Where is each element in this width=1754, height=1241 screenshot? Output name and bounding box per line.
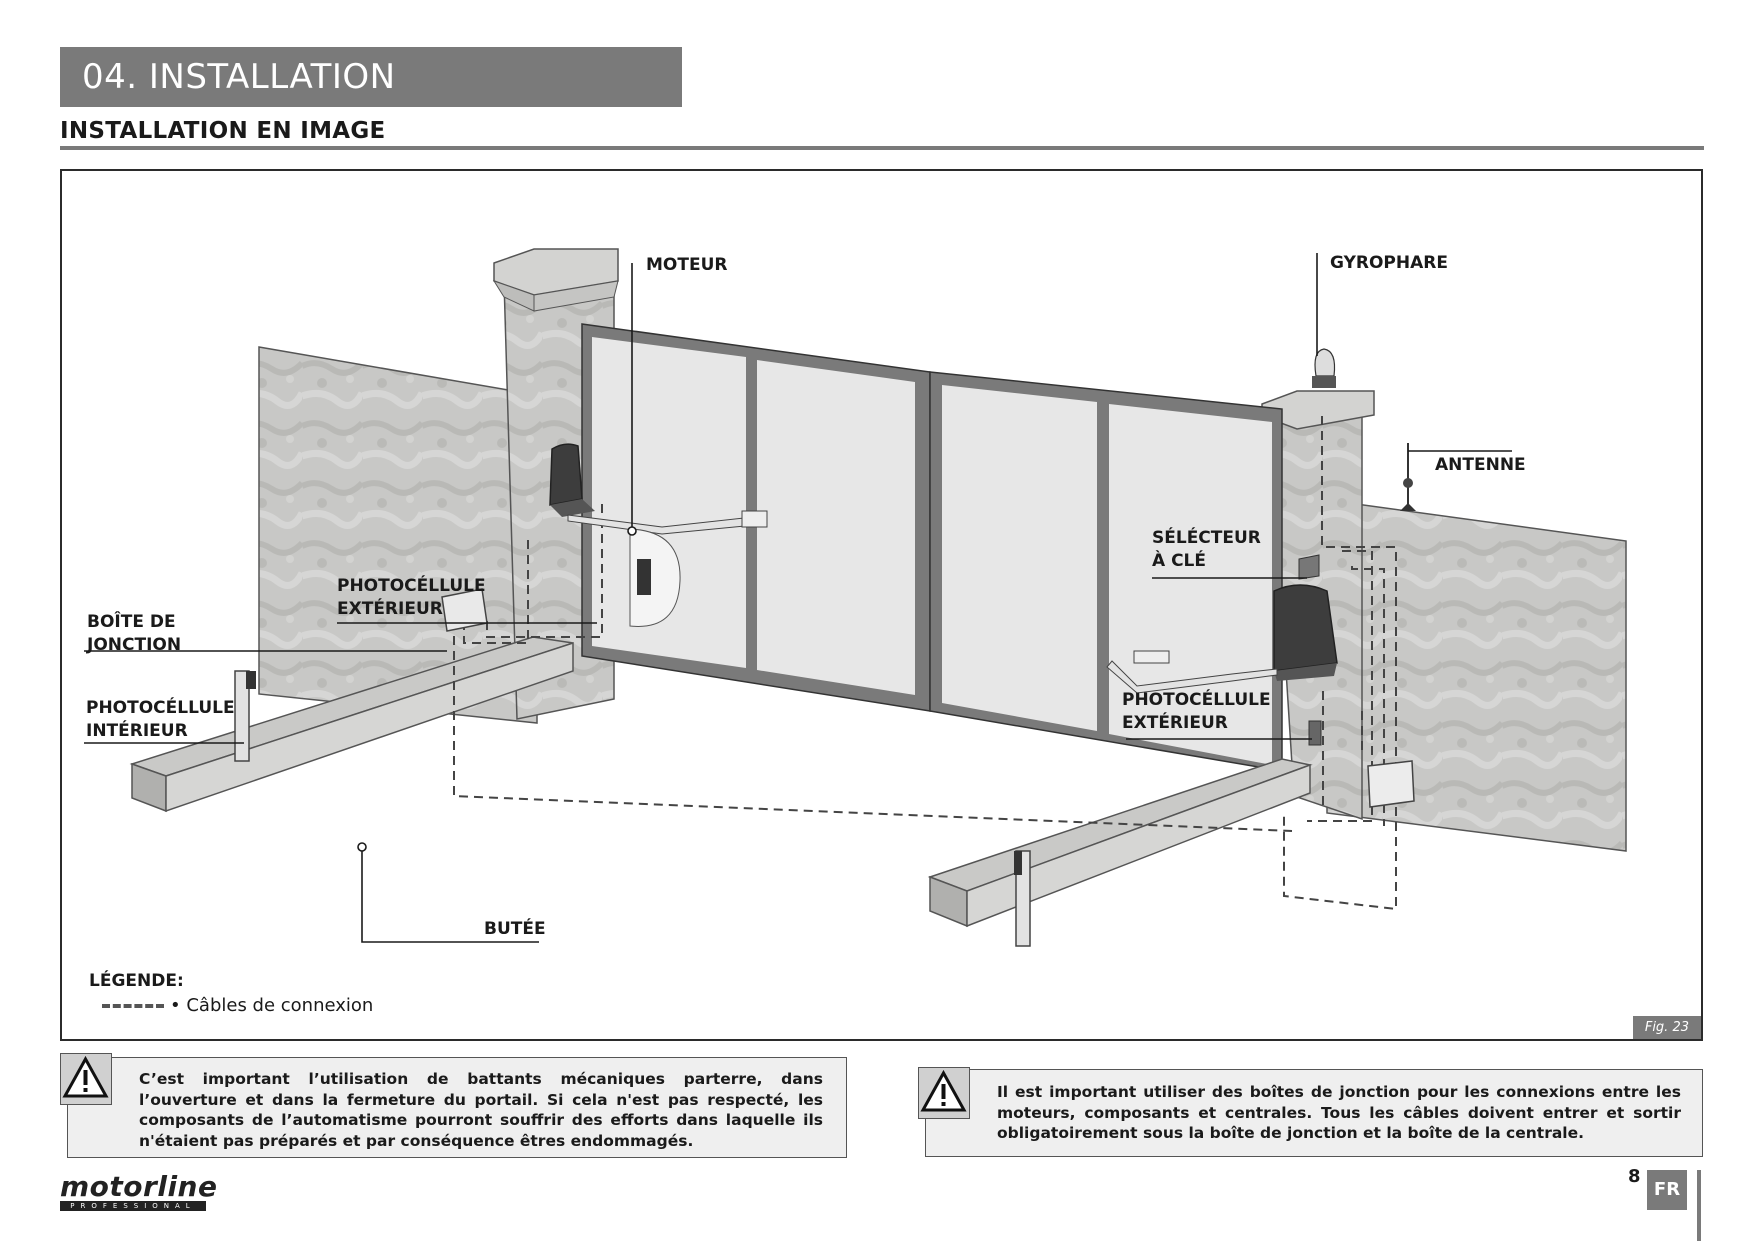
warning-text-2: Il est important utiliser des boîtes de …: [997, 1083, 1681, 1142]
subsection-title: INSTALLATION EN IMAGE: [60, 118, 386, 144]
side-accent-bar: [1697, 1170, 1701, 1241]
label-moteur: MOTEUR: [646, 255, 728, 275]
label-antenne: ANTENNE: [1435, 455, 1526, 475]
warning-icon-1: [60, 1053, 112, 1105]
left-photocell-ext: [629, 528, 681, 627]
figure-tag: Fig. 23: [1632, 1016, 1701, 1039]
gate-illustration: [84, 248, 1627, 947]
antenna: [1400, 443, 1416, 511]
label-butee: BUTÉE: [484, 919, 546, 939]
left-motor: [549, 443, 768, 535]
warning-box-2: [925, 1069, 1703, 1157]
brand-logo: motorline PROFESSIONAL: [60, 1170, 217, 1211]
interior-photocell-post: [234, 670, 256, 762]
language-tag: FR: [1647, 1170, 1687, 1210]
right-ground-beam: [927, 758, 1313, 892]
flashing-light: [1312, 348, 1336, 388]
leader-lines: [84, 253, 1512, 943]
legend-dash-icon: [102, 1003, 164, 1008]
legend-item: • Câbles de connexion: [102, 995, 373, 1016]
logo-subtext: PROFESSIONAL: [60, 1201, 206, 1211]
warning-text-1: C’est important l’utilisation de battant…: [139, 1070, 823, 1150]
warning-box-1: [67, 1057, 847, 1158]
logo-text: motorline: [60, 1170, 218, 1203]
subtitle-rule: [60, 146, 1704, 150]
warning-triangle-icon: [920, 1069, 967, 1112]
section-title: 04. INSTALLATION: [60, 47, 682, 107]
label-gyrophare: GYROPHARE: [1330, 253, 1448, 273]
left-wall: [258, 346, 538, 724]
key-selector: [1298, 554, 1320, 580]
legend-item-text: • Câbles de connexion: [170, 995, 374, 1016]
warning-triangle-icon: [62, 1055, 109, 1098]
page-number: 8: [1628, 1166, 1641, 1187]
warning-icon-2: [918, 1067, 970, 1119]
connection-cables: [453, 416, 1397, 911]
right-motor: [1106, 584, 1338, 694]
legend-title: LÉGENDE:: [89, 971, 184, 991]
junction-box-right: [1367, 760, 1415, 808]
right-stop-post: [1014, 850, 1031, 947]
right-photocell-ext: [1308, 720, 1322, 746]
